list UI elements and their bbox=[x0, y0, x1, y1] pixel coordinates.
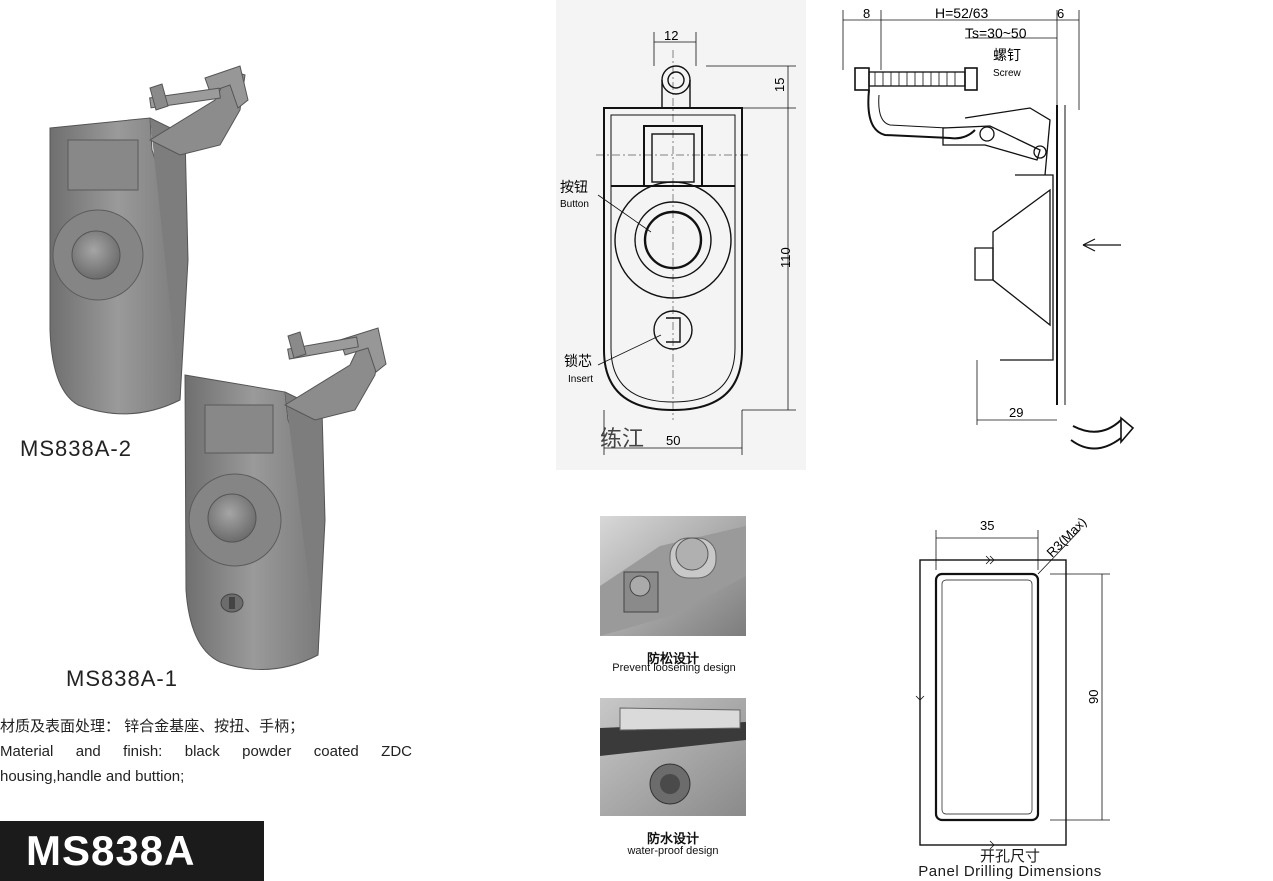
dim-top-width: 12 bbox=[664, 28, 678, 43]
dim-width: 50 bbox=[666, 433, 680, 448]
button-label-en: Button bbox=[560, 199, 589, 210]
model-label-ms838a-1: MS838A-1 bbox=[66, 666, 178, 691]
watermark: 练江 bbox=[600, 427, 644, 452]
cutout-caption-en: Panel Drilling Dimensions bbox=[918, 863, 1102, 880]
material-en-line2: housing,handle and buttion; bbox=[0, 768, 185, 785]
material-en-line1: Material and finish: black powder coated… bbox=[0, 743, 412, 760]
dim-ts: Ts=30~50 bbox=[965, 25, 1027, 41]
title-bar: MS838A bbox=[0, 821, 264, 881]
button-label-cn: 按钮 bbox=[560, 179, 588, 195]
waterproof-caption-cn: 防水设计 bbox=[646, 831, 699, 846]
front-view-drawing: 12 15 110 50 按钮 Button 锁芯 Insert 练江 bbox=[556, 0, 806, 470]
material-cn: 材质及表面处理： 锌合金基座、按扭、手柄； bbox=[0, 718, 305, 735]
dim-top-height: 15 bbox=[772, 78, 787, 92]
dim-bottom: 29 bbox=[1009, 405, 1023, 420]
cutout-dim-height: 90 bbox=[1086, 690, 1101, 704]
prevent-caption-cn: 防松设计 bbox=[646, 651, 699, 666]
cutout-dim-width: 35 bbox=[980, 518, 994, 533]
waterproof-photo bbox=[600, 698, 746, 816]
insert-label-cn: 锁芯 bbox=[564, 353, 592, 369]
insert-label-en: Insert bbox=[568, 374, 593, 385]
cutout-radius: R3(Max) bbox=[1044, 514, 1090, 560]
waterproof-caption-en: water-proof design bbox=[627, 845, 719, 857]
cutout-caption-cn: 开孔尺寸 bbox=[979, 848, 1040, 865]
prevent-loosening-photo bbox=[600, 516, 746, 636]
model-label-ms838a-2: MS838A-2 bbox=[20, 436, 132, 461]
side-view-drawing: 8 H=52/63 6 Ts=30~50 螺钉 Screw 29 bbox=[842, 5, 1135, 450]
dim-h: H=52/63 bbox=[935, 5, 989, 21]
product-title: MS838A bbox=[26, 827, 196, 874]
dim-left: 8 bbox=[863, 6, 870, 21]
dim-height: 110 bbox=[778, 247, 793, 268]
product-renders: MS838A-2 MS838A-1 bbox=[20, 65, 387, 691]
ms838a-2-render bbox=[49, 65, 249, 415]
prevent-caption-en: Prevent loosening design bbox=[612, 662, 736, 674]
panel-cutout-drawing: 35 R3(Max) 90 bbox=[915, 514, 1110, 850]
ms838a-1-render bbox=[184, 327, 387, 670]
dim-right: 6 bbox=[1057, 6, 1064, 21]
material-description: 材质及表面处理： 锌合金基座、按扭、手柄； Material and finis… bbox=[0, 714, 412, 789]
screw-label-cn: 螺钉 bbox=[993, 47, 1021, 63]
screw-label-en: Screw bbox=[993, 68, 1022, 79]
